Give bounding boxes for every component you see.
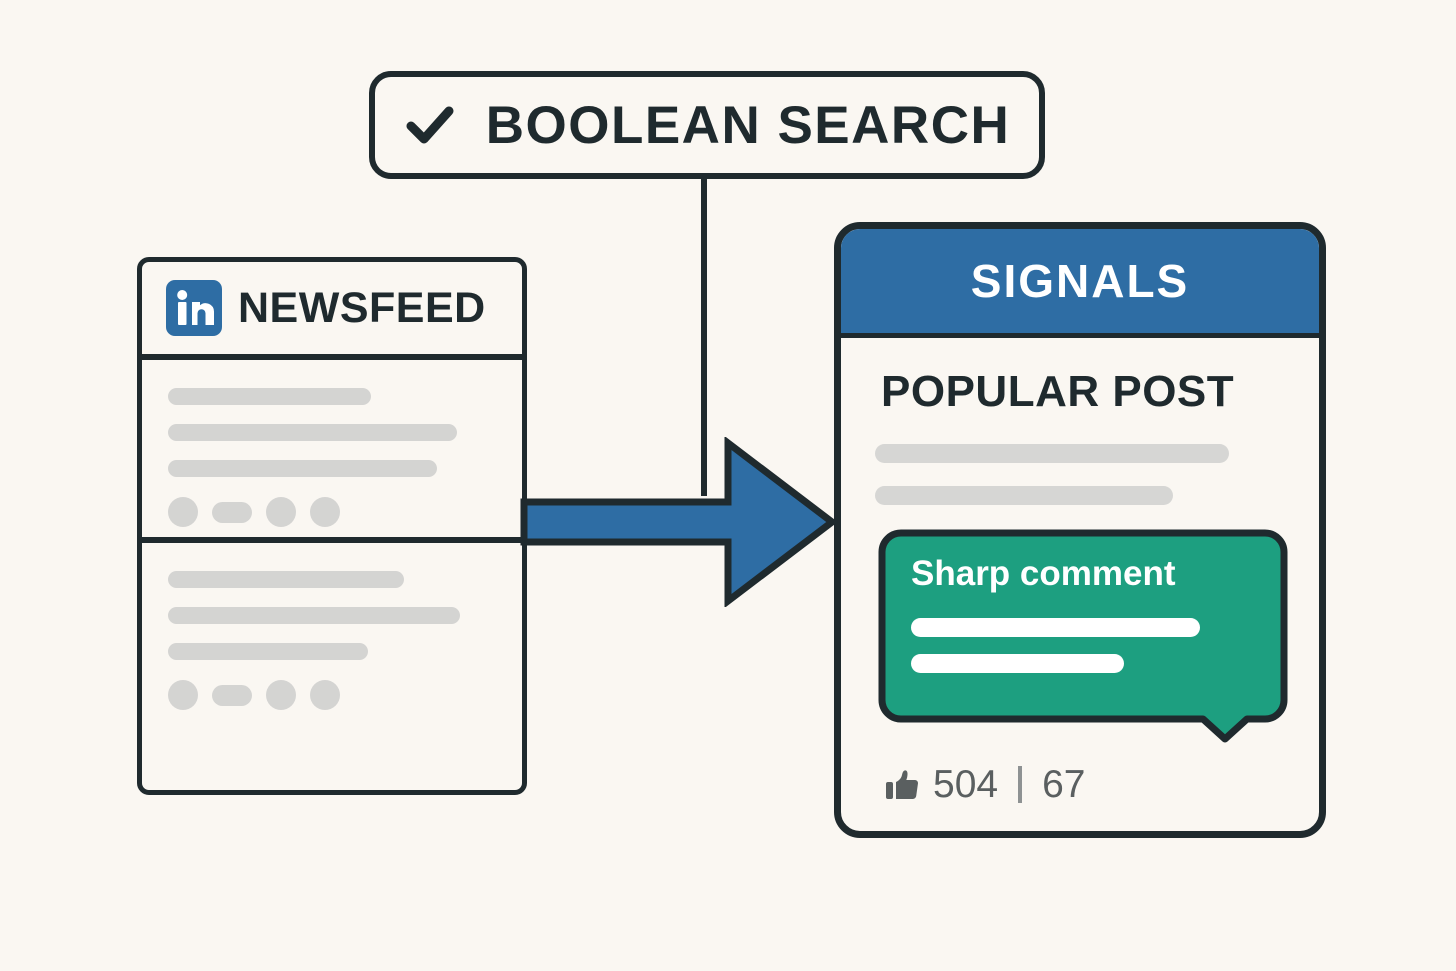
- feed-action-row: [168, 680, 496, 710]
- popular-post-title: POPULAR POST: [881, 367, 1235, 416]
- boolean-search-pill[interactable]: BOOLEAN SEARCH: [369, 71, 1045, 179]
- action-circle-icon: [310, 497, 340, 527]
- skeleton-bar: [168, 388, 372, 405]
- newsfeed-card[interactable]: NEWSFEED: [137, 257, 527, 795]
- newsfeed-header: NEWSFEED: [142, 262, 522, 360]
- comment-skeleton-bar: [911, 618, 1200, 637]
- like-count: 504: [933, 763, 999, 806]
- skeleton-bar: [875, 444, 1229, 463]
- skeleton-bar: [168, 643, 369, 660]
- boolean-search-label: BOOLEAN SEARCH: [485, 95, 1011, 155]
- action-circle-icon: [266, 497, 296, 527]
- signals-header: SIGNALS: [841, 229, 1319, 338]
- action-pill-icon: [212, 501, 252, 523]
- feed-action-row: [168, 497, 496, 527]
- flow-arrow: [520, 437, 850, 607]
- action-circle-icon: [310, 680, 340, 710]
- skeleton-bar: [168, 607, 460, 624]
- skeleton-bar: [875, 486, 1174, 505]
- feed-block[interactable]: [142, 537, 522, 720]
- stats-divider: [1018, 766, 1023, 803]
- action-pill-icon: [212, 684, 252, 706]
- feed-block[interactable]: [142, 360, 522, 537]
- comment-title: Sharp comment: [911, 554, 1176, 593]
- skeleton-bar: [168, 571, 405, 588]
- comment-skeleton-bar: [911, 654, 1125, 673]
- action-circle-icon: [266, 680, 296, 710]
- signals-title: SIGNALS: [970, 255, 1190, 307]
- action-circle-icon: [168, 497, 198, 527]
- skeleton-bar: [168, 460, 437, 477]
- signals-body: POPULAR POST Sharp comment: [841, 338, 1319, 804]
- check-icon: [406, 106, 454, 144]
- action-circle-icon: [168, 680, 198, 710]
- comment-count: 67: [1042, 763, 1086, 806]
- newsfeed-title: NEWSFEED: [238, 283, 486, 332]
- linkedin-icon: [166, 280, 222, 336]
- skeleton-bar: [168, 424, 457, 441]
- comment-bubble[interactable]: Sharp comment: [877, 528, 1289, 743]
- signals-card[interactable]: SIGNALS POPULAR POST Sharp comment: [834, 222, 1326, 838]
- engagement-stats: 504 67: [885, 765, 1293, 804]
- thumbs-up-icon: [886, 769, 919, 799]
- connector-line: [701, 179, 707, 496]
